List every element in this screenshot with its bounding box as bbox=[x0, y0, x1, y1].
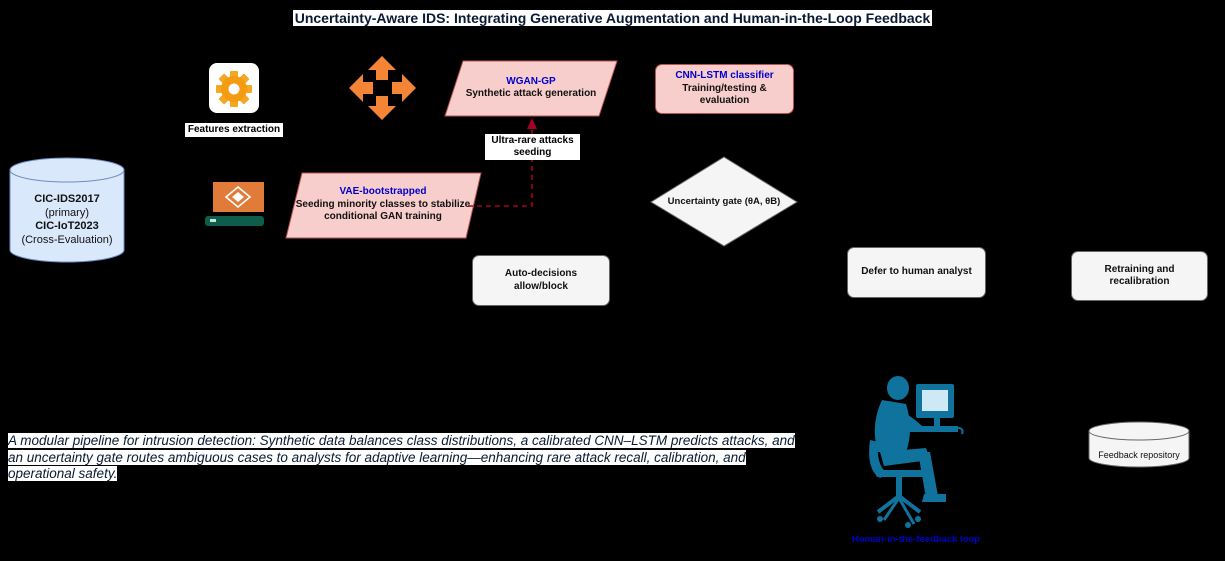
defer-label: Defer to human analyst bbox=[861, 266, 972, 278]
gate-shape bbox=[650, 156, 798, 247]
vae-line-1: Seeding minority classes to stabilize bbox=[295, 198, 471, 210]
defer-analyst-node: Defer to human analyst bbox=[847, 247, 986, 298]
retrain-line-2: recalibration bbox=[1109, 276, 1170, 287]
caption-text: A modular pipeline for intrusion detecti… bbox=[8, 433, 795, 481]
auto-line-2: allow/block bbox=[514, 280, 568, 292]
features-extraction-label: Features extraction bbox=[185, 123, 283, 137]
vae-shape bbox=[285, 172, 482, 239]
uncertainty-gate-node: Uncertainty gate (θA, θB) bbox=[651, 190, 797, 214]
split-arrows-icon bbox=[349, 56, 416, 120]
vae-node: VAE-bootstrapped Seeding minority classe… bbox=[288, 176, 478, 234]
vae-title: VAE-bootstrapped bbox=[339, 186, 427, 198]
dataset-cylinder bbox=[9, 157, 125, 263]
gate-label: Uncertainty gate (θA, θB) bbox=[667, 196, 781, 208]
cnn-line-1: Training/testing & bbox=[682, 82, 767, 94]
ultra-line-1: Ultra-rare attacks bbox=[491, 135, 574, 146]
page-title-text: Uncertainty-Aware IDS: Integrating Gener… bbox=[292, 10, 933, 26]
auto-line-1: Auto-decisions bbox=[504, 268, 578, 279]
human-loop-label: Human-in-the-feedback loop bbox=[851, 534, 981, 545]
page-title: Uncertainty-Aware IDS: Integrating Gener… bbox=[0, 10, 1225, 28]
wgan-subtitle: Synthetic attack generation bbox=[465, 88, 597, 99]
server-icon bbox=[205, 182, 264, 226]
cnn-lstm-node: CNN-LSTM classifier Training/testing & e… bbox=[655, 64, 794, 114]
vae-to-wgan-link bbox=[468, 128, 533, 207]
diagram-caption: A modular pipeline for intrusion detecti… bbox=[8, 433, 798, 483]
ultra-line-2: seeding bbox=[513, 147, 552, 158]
feedback-repo-label: Feedback repository bbox=[1098, 450, 1180, 461]
gear-icon bbox=[209, 63, 259, 113]
dataset-label: CIC-IDS2017 (primary) CIC-IoT2023 (Cross… bbox=[10, 193, 124, 247]
auto-decisions-node: Auto-decisions allow/block bbox=[472, 255, 610, 306]
cnn-line-2: evaluation bbox=[699, 95, 750, 107]
retraining-node: Retraining and recalibration bbox=[1071, 251, 1208, 301]
link-arrowhead bbox=[527, 118, 537, 129]
dataset-line-4: (Cross-Evaluation) bbox=[21, 233, 113, 246]
feedback-repository-node: Feedback repository bbox=[1089, 446, 1189, 466]
dataset-line-2: (primary) bbox=[45, 206, 89, 219]
dataset-line-3: CIC-IoT2023 bbox=[35, 220, 99, 232]
wgan-node: WGAN-GP Synthetic attack generation bbox=[455, 63, 607, 113]
feedback-cylinder bbox=[1088, 421, 1190, 468]
wgan-shape bbox=[444, 60, 618, 117]
analyst-icon bbox=[869, 376, 964, 528]
ultra-rare-label: Ultra-rare attacks seeding bbox=[485, 134, 580, 160]
wgan-title: WGAN-GP bbox=[506, 75, 556, 87]
dataset-line-1: CIC-IDS2017 bbox=[34, 193, 100, 205]
vae-line-2: conditional GAN training bbox=[324, 211, 442, 223]
retrain-line-1: Retraining and bbox=[1104, 263, 1175, 275]
cnn-title: CNN-LSTM classifier bbox=[675, 70, 774, 82]
